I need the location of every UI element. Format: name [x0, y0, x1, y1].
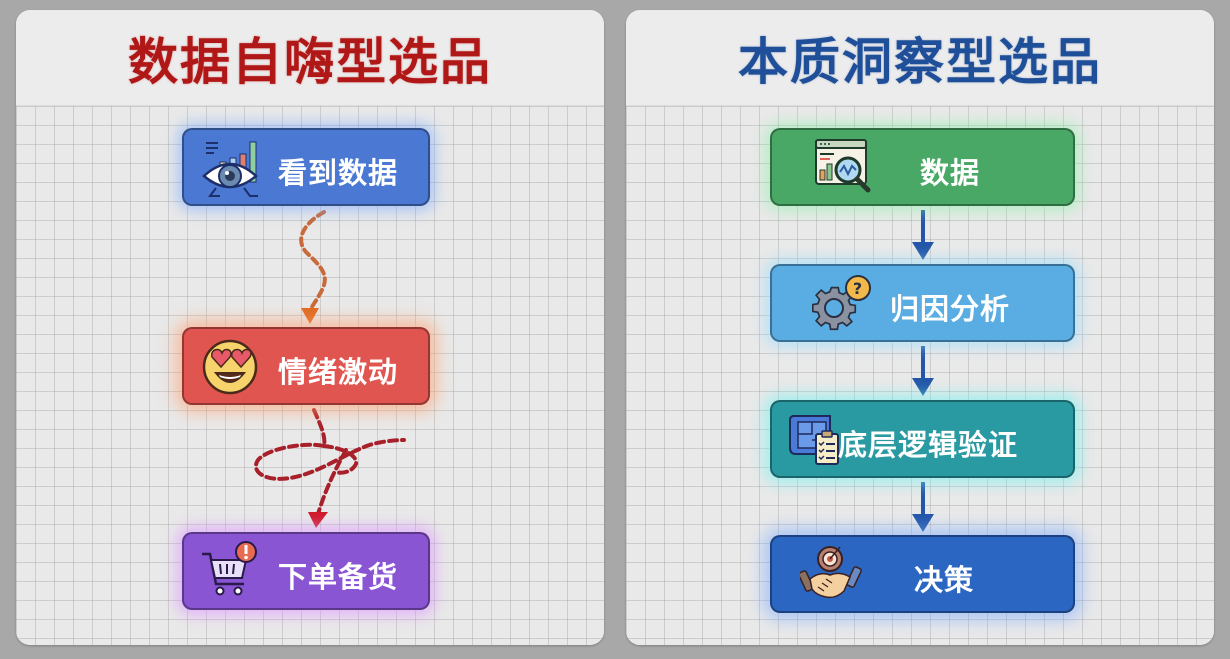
heart-eyes-emoji-icon — [200, 335, 262, 397]
data-magnifier-icon — [812, 136, 874, 198]
eye-chart-icon — [200, 136, 262, 198]
left-panel-header: 数据自嗨型选品 — [16, 10, 604, 106]
right-panel-essence-insight-selection: 本质洞察型选品 数据 — [626, 10, 1214, 645]
step-emotional-excitement: 情绪激动 — [182, 327, 430, 405]
wavy-dashed-arrow-connector — [299, 210, 327, 324]
step-label: 情绪激动 — [278, 355, 399, 389]
blueprint-checklist-icon — [786, 408, 848, 470]
right-panel-header: 本质洞察型选品 — [626, 10, 1214, 106]
step-label: 决策 — [914, 563, 975, 597]
left-panel-title: 数据自嗨型选品 — [128, 32, 492, 91]
step-label: 看到数据 — [278, 156, 399, 190]
svg-text:?: ? — [853, 279, 863, 298]
step-label: 下单备货 — [278, 560, 399, 594]
step-data: 数据 — [770, 128, 1075, 206]
step-label: 数据 — [920, 156, 981, 190]
step-label: 底层逻辑验证 — [838, 428, 1019, 462]
step-underlying-logic-validation: 底层逻辑验证 — [770, 400, 1075, 478]
down-arrow-connector — [912, 210, 934, 260]
handshake-target-icon — [800, 543, 862, 605]
step-see-data: 看到数据 — [182, 128, 430, 206]
step-label: 归因分析 — [890, 292, 1011, 326]
down-arrow-connector — [912, 482, 934, 532]
tangled-dashed-arrow-connector — [254, 408, 406, 528]
step-place-order-stock: 下单备货 — [182, 532, 430, 610]
shopping-cart-alert-icon — [200, 540, 262, 602]
step-decision: 决策 — [770, 535, 1075, 613]
left-panel-data-hype-selection: 数据自嗨型选品 — [16, 10, 604, 645]
step-attribution-analysis: ? 归因分析 — [770, 264, 1075, 342]
right-panel-title: 本质洞察型选品 — [738, 32, 1102, 91]
gear-question-icon: ? — [812, 272, 874, 334]
down-arrow-connector — [912, 346, 934, 396]
